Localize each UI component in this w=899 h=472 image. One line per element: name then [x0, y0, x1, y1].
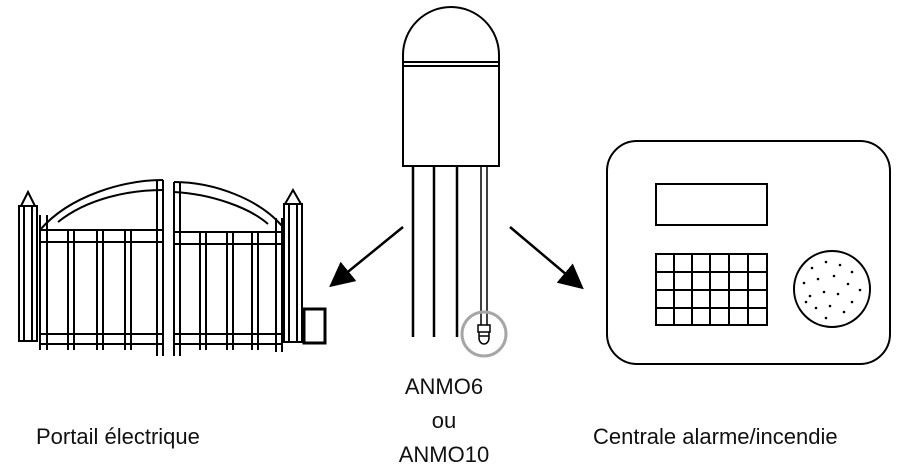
panel-housing [606, 140, 891, 365]
right-gate-leaf [173, 181, 283, 356]
device-label-line3: ANMO10 [398, 442, 490, 467]
gate-controller-box [302, 307, 327, 345]
left-gate-leaf [39, 179, 164, 356]
panel-label: Centrale alarme/incendie [593, 424, 838, 449]
probe-cap [477, 324, 491, 333]
device-label: ANMO6 ou ANMO10 [398, 370, 490, 472]
sensor-dome [402, 6, 500, 63]
probe-highlight-circle [460, 310, 508, 358]
panel-keypad [655, 253, 768, 326]
arrow-to-gate [329, 226, 404, 288]
device-label-line2: ou [431, 408, 457, 433]
device-label-line1: ANMO6 [404, 374, 484, 399]
left-pillar [18, 189, 38, 342]
alarm-panel [606, 140, 891, 365]
probe-bulb [478, 332, 490, 345]
right-pillar [283, 187, 303, 343]
sensor-probe [477, 166, 491, 345]
speaker-dots [802, 260, 862, 320]
arrow-to-panel [509, 226, 584, 290]
sensor-body [402, 61, 500, 167]
sensor-device [402, 6, 500, 167]
electric-gate [18, 179, 327, 356]
gate-label: Portail électrique [36, 424, 200, 449]
panel-speaker [793, 250, 871, 328]
panel-display [655, 183, 768, 226]
sensor-wires [411, 166, 459, 337]
